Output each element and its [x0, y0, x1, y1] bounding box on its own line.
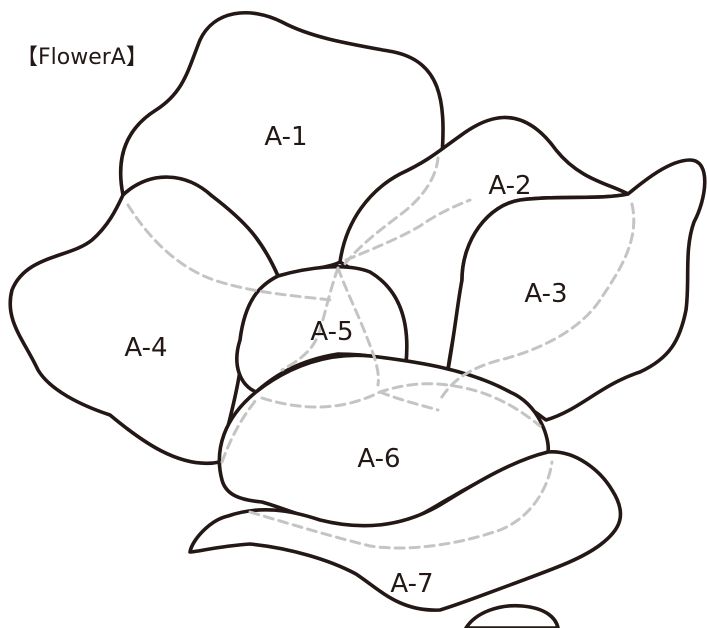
petal-a-3	[446, 158, 707, 422]
label-a-2: A-2	[488, 171, 531, 201]
hidden-edge-a2-inner	[344, 198, 472, 262]
label-a-3: A-3	[524, 279, 567, 309]
label-a-4: A-4	[124, 333, 167, 363]
label-a-5: A-5	[310, 317, 353, 347]
label-a-1: A-1	[264, 122, 307, 152]
petal-a-4	[8, 175, 280, 466]
hidden-edge-a1-bottom	[126, 203, 332, 302]
pattern-title: 【FlowerA】	[16, 45, 148, 70]
label-a-6: A-6	[357, 444, 400, 474]
hidden-edge-a6-a4	[220, 398, 258, 464]
hidden-edge-a1-right	[342, 156, 440, 267]
petal-a-5	[235, 264, 409, 394]
label-a-7: A-7	[390, 569, 433, 599]
petal-a-7	[188, 450, 623, 612]
hidden-edge-a7-top	[248, 460, 554, 550]
hidden-edge-a5-inner	[280, 266, 340, 372]
hidden-edge-a6-mid	[378, 390, 440, 412]
hidden-edge-a5-right	[336, 266, 380, 387]
hidden-edge-a3-left	[438, 202, 636, 402]
hidden-edge-a6-top	[260, 382, 542, 428]
partial-petal-bottom	[464, 603, 560, 628]
